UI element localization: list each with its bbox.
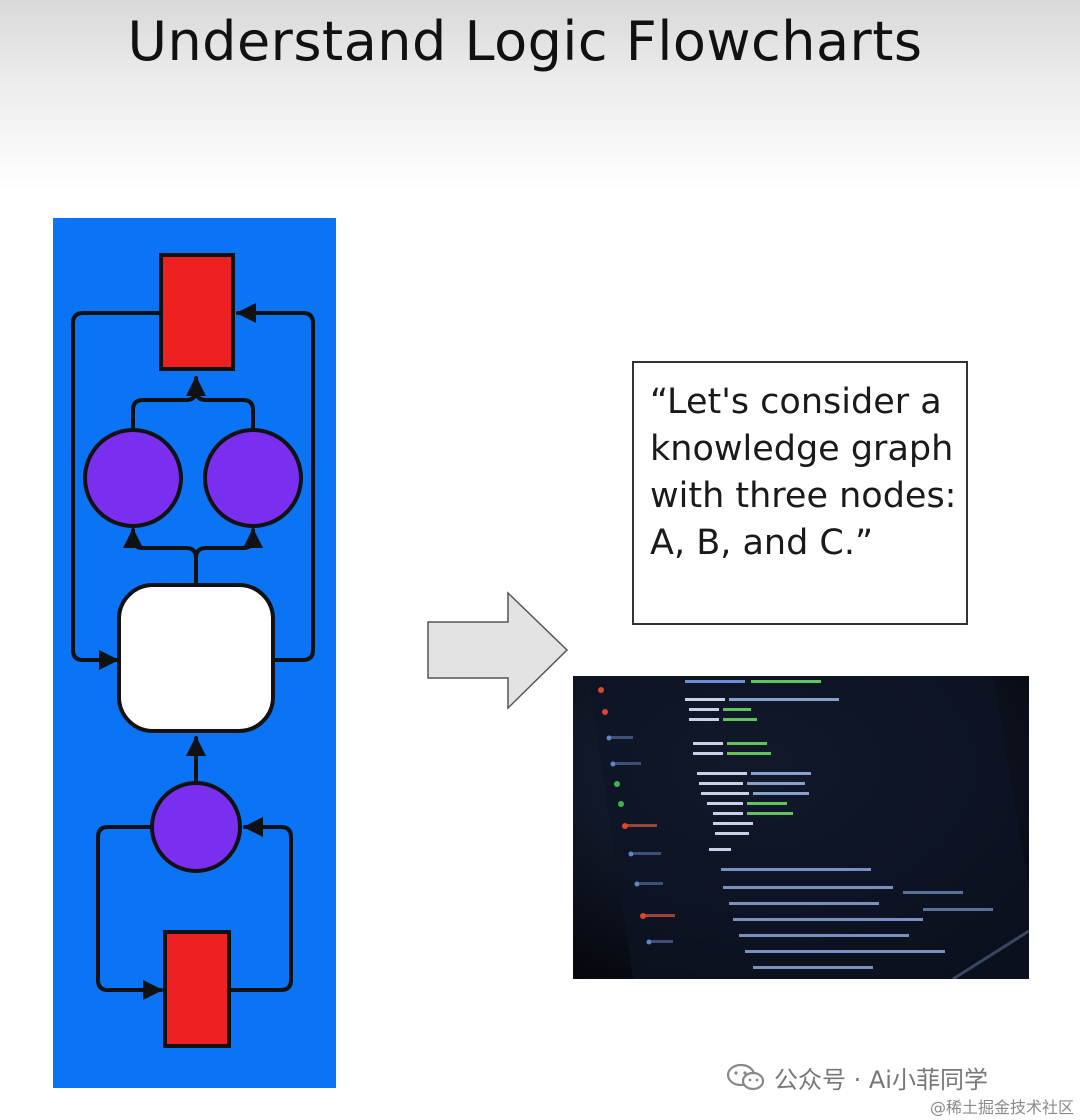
quote-text: “Let's consider a knowledge graph with t… (650, 379, 960, 567)
code-screen-photo (573, 676, 1029, 979)
source-credit: @稀土掘金技术社区 (930, 1094, 1074, 1118)
code-editor-illustration (573, 676, 1029, 979)
right-arrow-icon (424, 590, 574, 714)
quote-box: “Let's consider a knowledge graph with t… (632, 361, 968, 625)
node-center-box (119, 585, 273, 731)
node-left-circle (85, 430, 181, 526)
edge-left-circle-to-top-rect (133, 390, 196, 430)
node-right-circle (205, 430, 301, 526)
flowchart-diagram (53, 218, 336, 1088)
node-top-rect (161, 255, 233, 369)
slide-title: Understand Logic Flowcharts (0, 10, 1050, 73)
edge-right-circle-to-top-rect (196, 390, 253, 430)
edge-center-box-to-left-circle (133, 530, 196, 558)
edge-bottom-rect-to-lower-circle (231, 827, 291, 990)
edge-lower-circle-to-bottom-rect (98, 827, 161, 990)
flowchart-panel (53, 218, 336, 1088)
wechat-icon (726, 1062, 766, 1092)
watermark: 公众号 · Ai小菲同学 (726, 1060, 988, 1094)
edge-center-box-to-right-circle (196, 530, 253, 558)
node-bottom-rect (165, 932, 229, 1046)
watermark-text: 公众号 · Ai小菲同学 (774, 1060, 988, 1095)
node-lower-circle (152, 783, 240, 871)
